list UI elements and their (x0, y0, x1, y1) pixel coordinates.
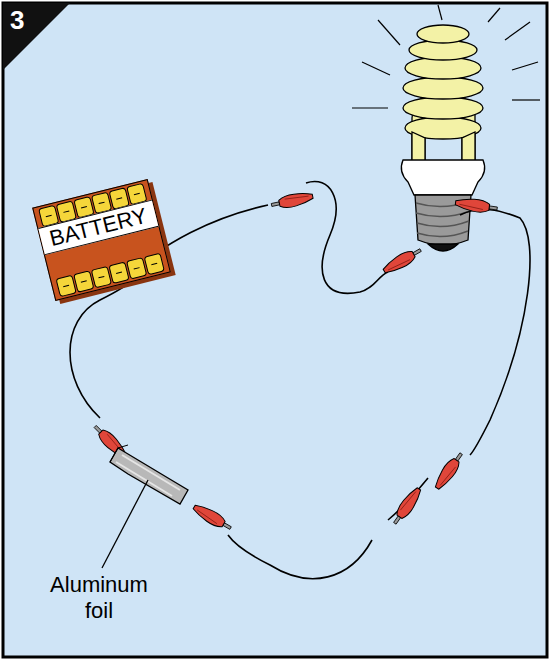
part-label: Aluminum foil (40, 572, 158, 625)
battery-pack: BATTERY (32, 179, 171, 301)
panel-corner (3, 3, 70, 70)
light-rays (352, 5, 540, 108)
leader-line (102, 480, 148, 568)
panel-frame (3, 3, 547, 657)
aluminum-foil (110, 445, 188, 504)
panel-number: 3 (10, 5, 40, 36)
light-bulb (401, 25, 484, 251)
